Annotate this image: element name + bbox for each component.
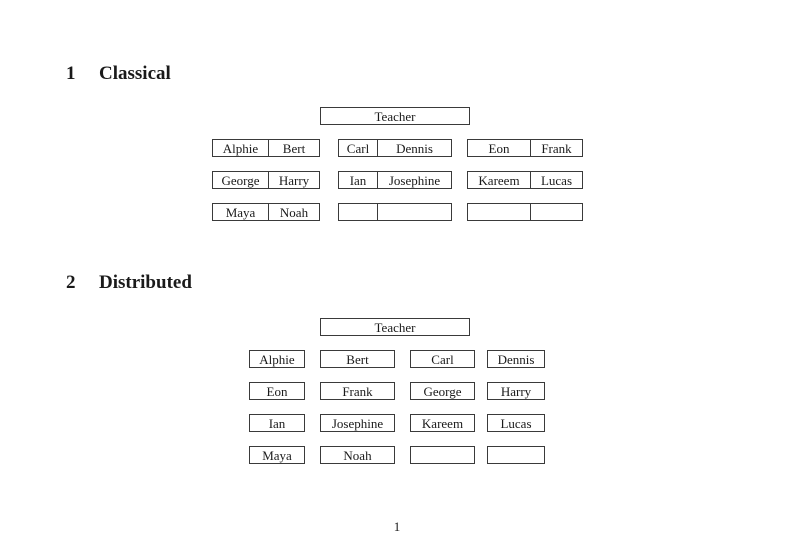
desk-single: Carl <box>410 350 475 368</box>
desk-pair: Carl Dennis <box>338 139 452 157</box>
desk-pair-empty <box>338 203 452 221</box>
student-seat: Maya <box>225 204 256 220</box>
section-heading-distributed: 2 Distributed <box>66 272 192 294</box>
section-number: 1 <box>66 63 76 84</box>
section-heading-classical: 1 Classical <box>66 63 171 85</box>
desk-single: Noah <box>320 446 395 464</box>
student-seat: George <box>423 383 462 399</box>
desk-single-empty <box>410 446 475 464</box>
student-seat: Eon <box>488 140 510 156</box>
empty-seat <box>339 204 377 220</box>
student-seat: Ian <box>349 172 367 188</box>
desk-pair: Ian Josephine <box>338 171 452 189</box>
student-seat: Eon <box>266 383 288 399</box>
student-seat: Noah <box>343 447 372 463</box>
student-seat: Lucas <box>530 172 582 188</box>
student-seat: Kareem <box>478 172 520 188</box>
student-seat: Harry <box>268 172 319 188</box>
student-seat: Alphie <box>259 351 295 367</box>
student-seat: Bert <box>346 351 369 367</box>
desk-single: Dennis <box>487 350 545 368</box>
desk-pair: Alphie Bert <box>212 139 320 157</box>
desk-single: Lucas <box>487 414 545 432</box>
student-seat: Ian <box>268 415 286 431</box>
desk-single: Kareem <box>410 414 475 432</box>
empty-seat <box>530 204 582 220</box>
student-seat: Dennis <box>377 140 451 156</box>
desk-single: Maya <box>249 446 305 464</box>
student-seat: Harry <box>500 383 532 399</box>
desk-single: Harry <box>487 382 545 400</box>
empty-seat <box>377 204 451 220</box>
student-seat: George <box>221 172 260 188</box>
empty-seat <box>411 447 474 463</box>
student-seat: Carl <box>431 351 454 367</box>
student-seat: Maya <box>262 447 292 463</box>
desk-single: Bert <box>320 350 395 368</box>
teacher-label: Teacher <box>374 108 416 124</box>
empty-seat <box>468 204 530 220</box>
desk-pair-empty <box>467 203 583 221</box>
desk-single: Frank <box>320 382 395 400</box>
student-seat: Dennis <box>497 351 535 367</box>
student-seat: Bert <box>268 140 319 156</box>
student-seat: Josephine <box>377 172 451 188</box>
student-seat: Lucas <box>500 415 532 431</box>
desk-single: Alphie <box>249 350 305 368</box>
desk-single: Ian <box>249 414 305 432</box>
student-seat: Kareem <box>421 415 464 431</box>
page-number: 1 <box>393 519 401 534</box>
desk-pair: George Harry <box>212 171 320 189</box>
teacher-desk: Teacher <box>320 107 470 125</box>
student-seat: Carl <box>346 140 370 156</box>
student-seat: Josephine <box>331 415 384 431</box>
desk-single: George <box>410 382 475 400</box>
empty-seat <box>488 447 544 463</box>
desk-pair: Maya Noah <box>212 203 320 221</box>
teacher-label: Teacher <box>374 319 416 335</box>
student-seat: Alphie <box>222 140 259 156</box>
desk-pair: Kareem Lucas <box>467 171 583 189</box>
desk-single: Eon <box>249 382 305 400</box>
student-seat: Noah <box>268 204 319 220</box>
student-seat: Frank <box>342 383 373 399</box>
teacher-desk: Teacher <box>320 318 470 336</box>
desk-pair: Eon Frank <box>467 139 583 157</box>
desk-single: Josephine <box>320 414 395 432</box>
section-title: Distributed <box>99 272 192 293</box>
desk-single-empty <box>487 446 545 464</box>
section-number: 2 <box>66 272 76 293</box>
section-title: Classical <box>99 63 171 84</box>
student-seat: Frank <box>530 140 582 156</box>
